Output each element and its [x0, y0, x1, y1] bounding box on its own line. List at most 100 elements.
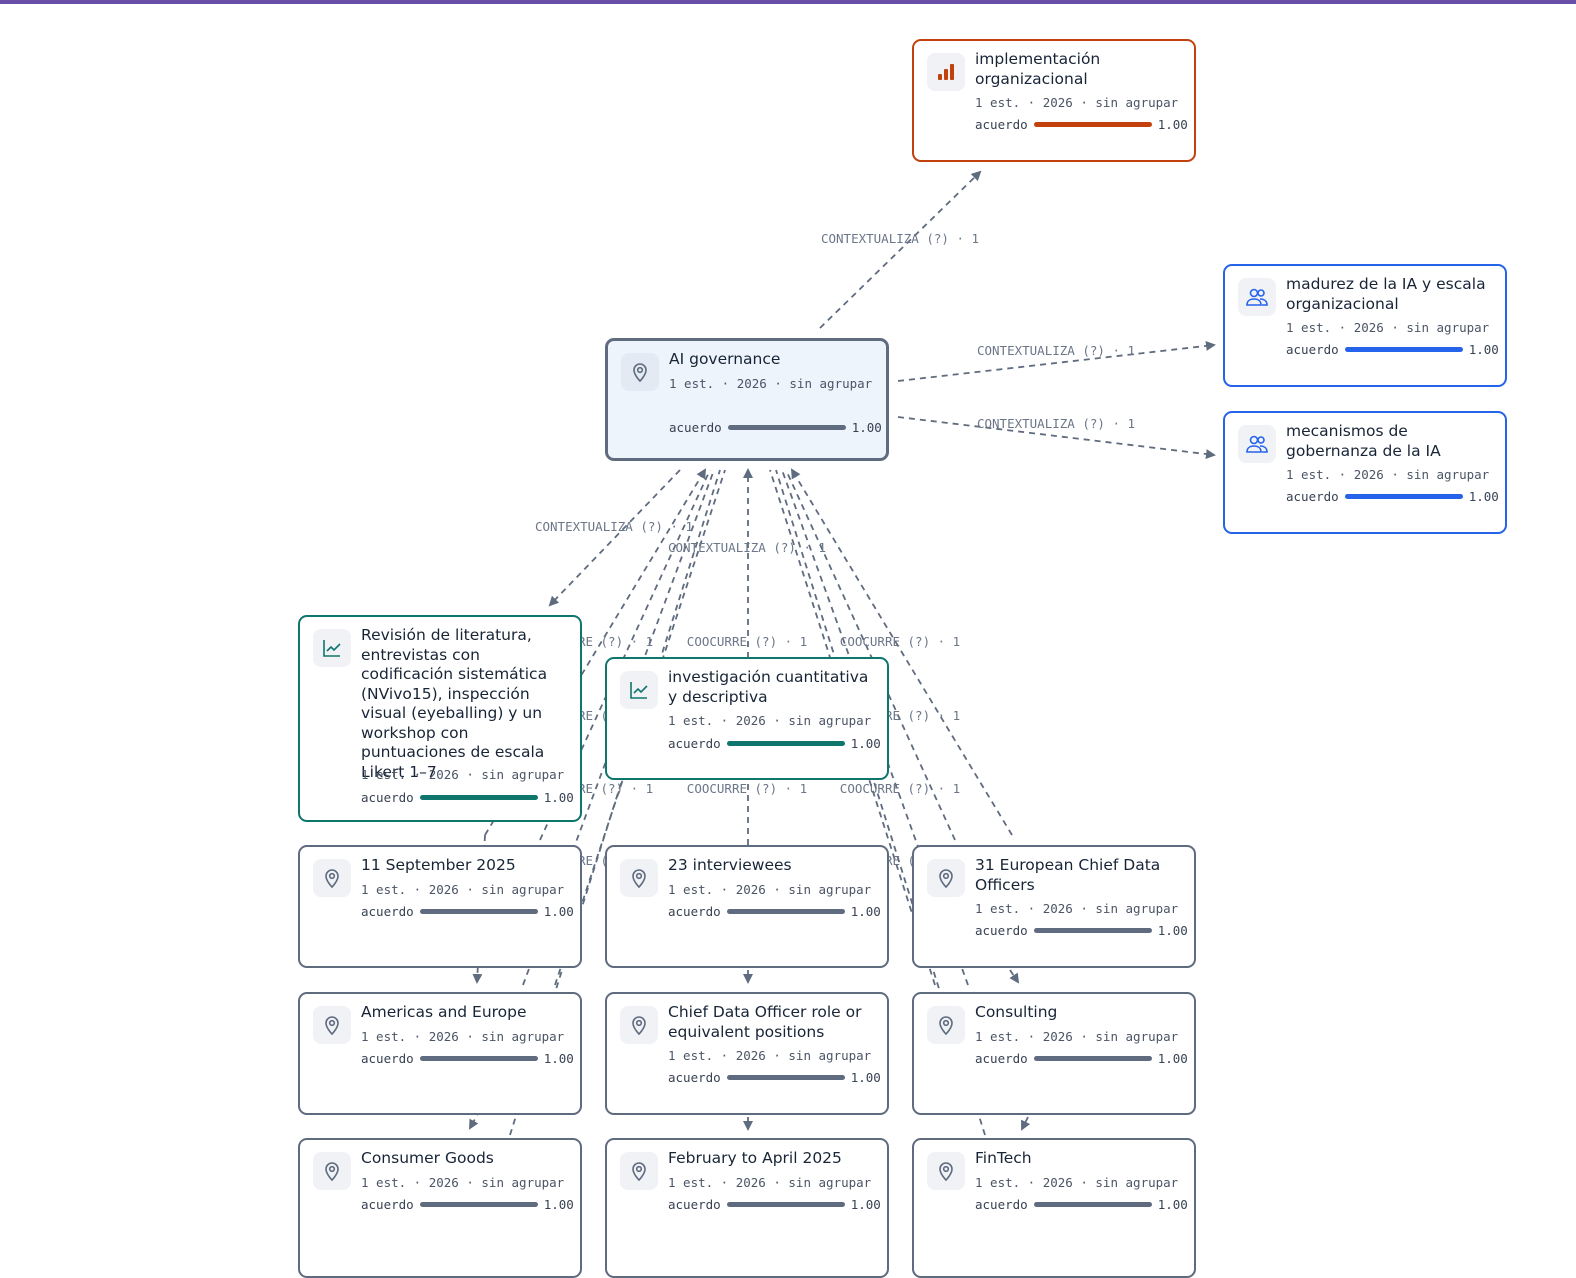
node-title: FinTech	[975, 1149, 1032, 1167]
node-title: investigación cuantitativa y descriptiva	[668, 668, 869, 706]
node-consulting[interactable]: Consulting 1 est. · 2026 · sin agrupar a…	[912, 992, 1196, 1115]
agreement-row: acuerdo 1.00	[669, 420, 882, 435]
edge-to-impl[interactable]	[819, 170, 982, 329]
agreement-value: 1.00	[543, 1051, 574, 1066]
agreement-value: 1.00	[543, 904, 574, 919]
node-title: 23 interviewees	[668, 856, 792, 874]
node-meta: 1 est. · 2026 · sin agrupar	[361, 1175, 565, 1190]
node-americas-and-europe[interactable]: Americas and Europe 1 est. · 2026 · sin …	[298, 992, 582, 1115]
edge-label: COOCURRE (?) · 1	[839, 634, 961, 649]
node-meta: 1 est. · 2026 · sin agrupar	[975, 901, 1179, 916]
edge-label: CONTEXTUALIZA (?) · 1	[976, 343, 1136, 358]
agreement-label: acuerdo	[668, 1070, 721, 1085]
trend-chart-icon	[313, 629, 351, 667]
location-pin-icon	[313, 1152, 351, 1190]
edge-to-madurez[interactable]	[897, 340, 1216, 382]
agreement-value: 1.00	[543, 1197, 574, 1212]
agreement-label: acuerdo	[975, 1197, 1028, 1212]
agreement-bar	[419, 1202, 538, 1207]
agreement-bar	[1033, 1202, 1152, 1207]
node-title: 11 September 2025	[361, 856, 516, 874]
agreement-label: acuerdo	[361, 1051, 414, 1066]
node-implementacion-organizacional[interactable]: implementación organizacional 1 est. · 2…	[912, 39, 1196, 162]
agreement-bar	[1033, 928, 1152, 933]
edge-label: COOCURRE (?) · 1	[686, 634, 808, 649]
agreement-value: 1.00	[850, 1197, 881, 1212]
agreement-label: acuerdo	[975, 117, 1028, 132]
node-meta: 1 est. · 2026 · sin agrupar	[668, 713, 872, 728]
agreement-label: acuerdo	[361, 904, 414, 919]
agreement-row: acuerdo 1.00	[361, 1197, 574, 1212]
agreement-value: 1.00	[1157, 923, 1188, 938]
edge-label: CONTEXTUALIZA (?) · 1	[820, 231, 980, 246]
node-23-interviewees[interactable]: 23 interviewees 1 est. · 2026 · sin agru…	[605, 845, 889, 968]
agreement-label: acuerdo	[668, 904, 721, 919]
edge-right-extra-2[interactable]	[785, 469, 956, 841]
node-ai-governance[interactable]: AI governance 1 est. · 2026 · sin agrupa…	[605, 338, 889, 461]
node-title: Americas and Europe	[361, 1003, 527, 1021]
agreement-row: acuerdo 1.00	[668, 736, 881, 751]
location-pin-icon	[621, 353, 659, 391]
node-meta: 1 est. · 2026 · sin agrupar	[1286, 320, 1490, 335]
agreement-row: acuerdo 1.00	[975, 1197, 1188, 1212]
location-pin-icon	[313, 859, 351, 897]
node-february-to-april-2025[interactable]: February to April 2025 1 est. · 2026 · s…	[605, 1138, 889, 1278]
agreement-label: acuerdo	[668, 1197, 721, 1212]
agreement-bar	[1033, 122, 1152, 127]
location-pin-icon	[620, 1006, 658, 1044]
location-pin-icon	[927, 1152, 965, 1190]
agreement-row: acuerdo 1.00	[361, 904, 574, 919]
agreement-value: 1.00	[851, 420, 882, 435]
node-title: 31 European Chief Data Officers	[975, 856, 1161, 894]
node-title: Revisión de literatura, entrevistas con …	[361, 626, 548, 781]
agreement-row: acuerdo 1.00	[1286, 489, 1499, 504]
top-accent-bar	[0, 0, 1576, 4]
agreement-label: acuerdo	[361, 790, 414, 805]
agreement-label: acuerdo	[975, 923, 1028, 938]
agreement-bar	[419, 1056, 538, 1061]
node-meta: 1 est. · 2026 · sin agrupar	[668, 1048, 872, 1063]
edge-to-mecanismos[interactable]	[897, 416, 1216, 460]
edge-into-fintech[interactable]	[1021, 1116, 1031, 1131]
agreement-value: 1.00	[850, 1070, 881, 1085]
location-pin-icon	[927, 859, 965, 897]
node-meta: 1 est. · 2026 · sin agrupar	[669, 376, 873, 391]
agreement-bar	[726, 909, 845, 914]
agreement-row: acuerdo 1.00	[361, 1051, 574, 1066]
node-mecanismos-gobernanza[interactable]: mecanismos de gobernanza de la IA 1 est.…	[1223, 411, 1507, 534]
agreement-bar	[727, 425, 846, 430]
agreement-row: acuerdo 1.00	[975, 923, 1188, 938]
edge-label: CONTEXTUALIZA (?) · 1	[534, 519, 694, 534]
edge-label: CONTEXTUALIZA (?) · 1	[976, 416, 1136, 431]
agreement-row: acuerdo 1.00	[975, 1051, 1188, 1066]
location-pin-icon	[620, 1152, 658, 1190]
node-revision-literatura[interactable]: Revisión de literatura, entrevistas con …	[298, 615, 582, 822]
edge-from-cdo31[interactable]	[790, 468, 1013, 836]
node-title: implementación organizacional	[975, 50, 1101, 88]
agreement-value: 1.00	[1468, 342, 1499, 357]
agreement-bar	[419, 909, 538, 914]
node-investigacion-cuantitativa[interactable]: investigación cuantitativa y descriptiva…	[605, 657, 889, 780]
node-meta: 1 est. · 2026 · sin agrupar	[668, 882, 872, 897]
agreement-label: acuerdo	[669, 420, 722, 435]
location-pin-icon	[313, 1006, 351, 1044]
edge-to-revision[interactable]	[548, 469, 681, 607]
node-consumer-goods[interactable]: Consumer Goods 1 est. · 2026 · sin agrup…	[298, 1138, 582, 1278]
edge-right-extra[interactable]	[769, 469, 936, 986]
edge-into-consulting[interactable]	[1009, 969, 1020, 984]
trend-chart-icon	[620, 671, 658, 709]
node-fintech[interactable]: FinTech 1 est. · 2026 · sin agrupar acue…	[912, 1138, 1196, 1278]
edge-left-extra[interactable]	[554, 469, 726, 986]
location-pin-icon	[927, 1006, 965, 1044]
node-meta: 1 est. · 2026 · sin agrupar	[1286, 467, 1490, 482]
node-madurez-ia[interactable]: madurez de la IA y escala organizacional…	[1223, 264, 1507, 387]
node-31-european-cdos[interactable]: 31 European Chief Data Officers 1 est. ·…	[912, 845, 1196, 968]
node-title: Consumer Goods	[361, 1149, 494, 1167]
agreement-label: acuerdo	[361, 1197, 414, 1212]
agreement-bar	[1344, 494, 1463, 499]
node-meta: 1 est. · 2026 · sin agrupar	[975, 1175, 1179, 1190]
node-title: AI governance	[669, 350, 781, 368]
node-11-september-2025[interactable]: 11 September 2025 1 est. · 2026 · sin ag…	[298, 845, 582, 968]
node-cdo-role[interactable]: Chief Data Officer role or equivalent po…	[605, 992, 889, 1115]
